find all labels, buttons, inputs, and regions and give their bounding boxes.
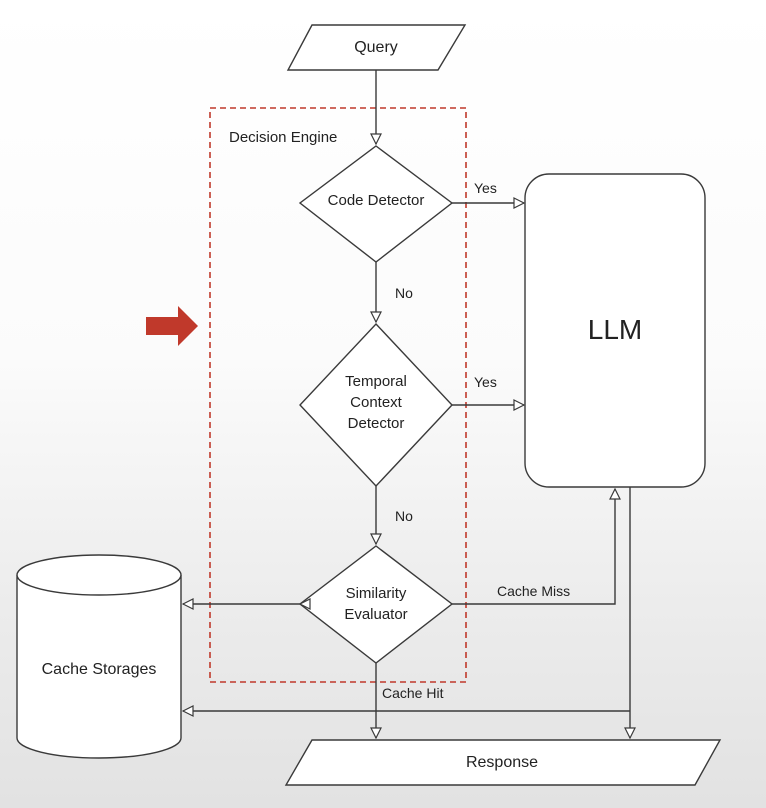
similarity-label-1: Similarity [346, 585, 407, 602]
decision-engine-box [209, 107, 467, 683]
pointer-arrow-icon [146, 306, 198, 346]
similarity-label-2: Evaluator [344, 606, 407, 623]
temporal-label-2: Context [350, 394, 403, 411]
response-label: Response [466, 754, 538, 771]
code-no-label: No [395, 285, 413, 301]
query-label: Query [354, 39, 398, 56]
llm-node [524, 173, 706, 488]
cache-storages-node [16, 554, 182, 759]
query-node [286, 24, 467, 71]
cache-miss-label: Cache Miss [497, 583, 570, 599]
cache-storages-label: Cache Storages [42, 661, 157, 678]
llm-label: LLM [588, 314, 642, 345]
edge-similarity-llm [452, 489, 615, 605]
similarity-evaluator-node [298, 545, 454, 664]
response-node [284, 739, 722, 786]
temporal-yes-label: Yes [474, 374, 497, 390]
temporal-no-label: No [395, 508, 413, 524]
temporal-label-3: Detector [348, 415, 405, 432]
temporal-label-1: Temporal [345, 373, 407, 390]
code-yes-label: Yes [474, 180, 497, 196]
code-detector-label: Code Detector [328, 192, 425, 209]
decision-engine-label: Decision Engine [229, 129, 337, 146]
cache-hit-label: Cache Hit [382, 685, 444, 701]
